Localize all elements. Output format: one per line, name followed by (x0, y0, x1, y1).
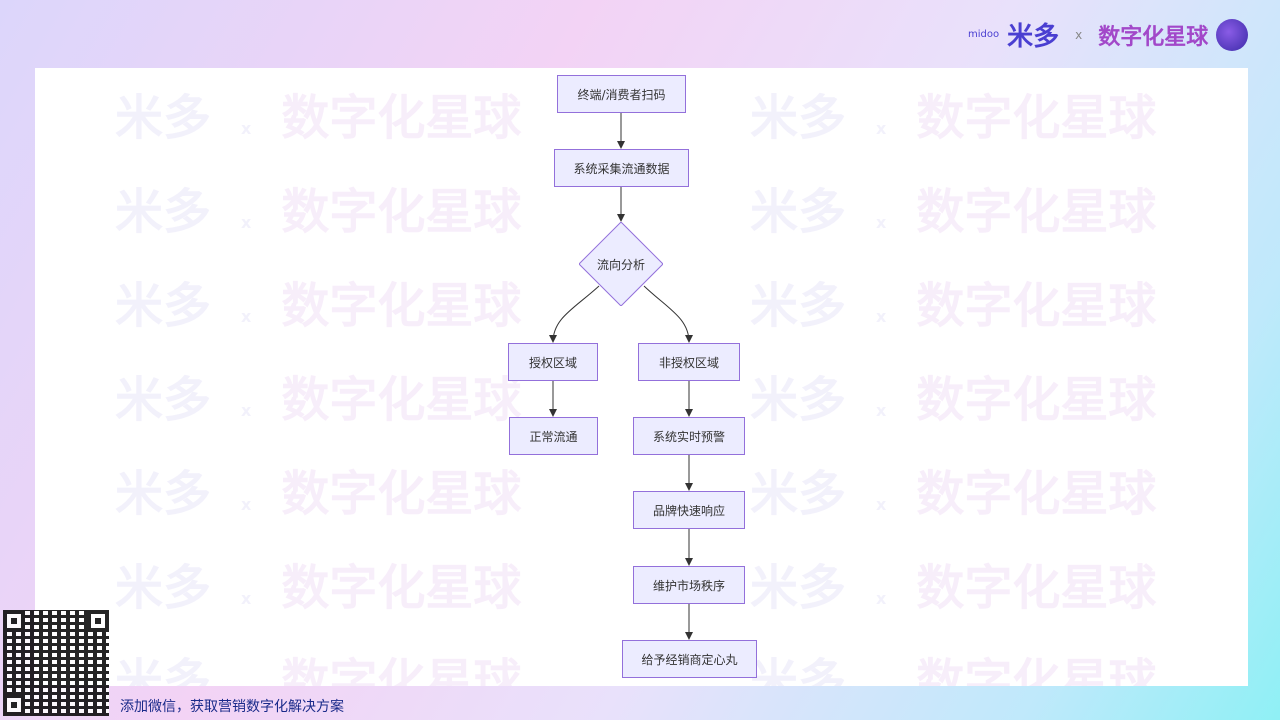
wechat-qr-code (3, 610, 109, 716)
node-order: 维护市场秩序 (633, 566, 745, 604)
node-scan: 终端/消费者扫码 (557, 75, 686, 113)
edge (643, 285, 693, 343)
decision-flow-analysis: 流向分析 (579, 222, 663, 306)
node-collect-data: 系统采集流通数据 (554, 149, 689, 187)
midoo-logo: midoo (968, 29, 1000, 40)
logo-separator: x (1075, 27, 1083, 42)
footer-cta: 添加微信，获取营销数字化解决方案 (120, 699, 344, 715)
planet-icon (1216, 18, 1249, 51)
node-reassure: 给予经销商定心丸 (622, 640, 757, 678)
node-normal: 正常流通 (509, 417, 598, 455)
node-unauthorized: 非授权区域 (638, 343, 740, 381)
logo-text: 米多 (1007, 22, 1060, 52)
decision-label: 流向分析 (596, 257, 645, 272)
edge (549, 285, 600, 343)
node-alert: 系统实时预警 (633, 417, 745, 455)
partner-name: 数字化星球 (1098, 24, 1209, 50)
brand-logo: midoo 米多 x 数字化星球 (968, 16, 1249, 53)
node-authorized: 授权区域 (508, 343, 598, 381)
node-response: 品牌快速响应 (633, 491, 745, 529)
